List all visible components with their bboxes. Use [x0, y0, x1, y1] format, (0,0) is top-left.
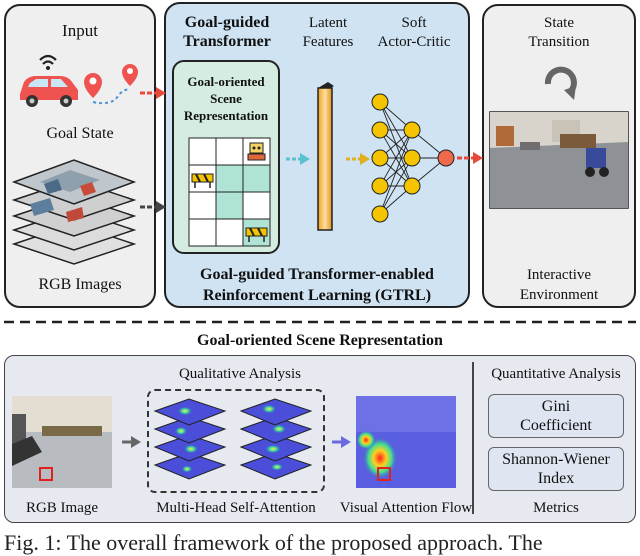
gini-metric-box — [488, 394, 624, 438]
latent-features-line1: Latent — [308, 15, 348, 31]
neuron — [403, 177, 421, 195]
neuron — [371, 177, 389, 195]
rgb-image — [12, 396, 112, 488]
goal-to-transformer-arrow — [140, 87, 166, 99]
rgb-image-label: RGB Image — [25, 500, 99, 516]
qualitative-title: Qualitative Analysis — [178, 366, 302, 382]
neuron — [371, 121, 389, 139]
robot-icon — [247, 142, 266, 161]
scene-to-latent-arrow — [286, 153, 310, 165]
state-transition-line1: State — [544, 15, 574, 31]
barrier-icon — [191, 173, 214, 188]
interactive-environment-line1: Interactive — [526, 267, 592, 283]
input-title: Input — [62, 21, 98, 40]
mhsa-box — [147, 389, 325, 493]
sw-line2: Index — [537, 470, 575, 487]
state-transition-line2: Transition — [528, 34, 590, 50]
rgb-image-stack — [11, 159, 137, 265]
sac-line2: Actor-Critic — [377, 34, 451, 50]
latent-features-line2: Features — [302, 34, 354, 50]
gini-line2: Coefficient — [520, 417, 592, 434]
car-icon — [20, 54, 78, 107]
sw-line1: Shannon-Wiener — [502, 451, 610, 468]
mhsa-to-vaf-arrow — [332, 436, 351, 448]
latent-to-sac-arrow — [346, 153, 370, 165]
rgb-to-mhsa-arrow — [122, 436, 141, 448]
output-neuron — [437, 149, 455, 167]
section-divider — [4, 320, 636, 324]
transformer-title-line1: Goal-guided — [184, 14, 270, 31]
visual-attention-image — [356, 396, 456, 488]
quantitative-title: Quantitative Analysis — [491, 366, 621, 382]
scene-title-line3: Representation — [183, 108, 269, 123]
shannon-wiener-metric-box — [488, 447, 624, 491]
barrier-icon — [245, 227, 268, 242]
scene-title-line1: Goal-oriented — [187, 74, 265, 89]
latent-feature-bar — [317, 82, 334, 231]
neuron — [403, 121, 421, 139]
neuron — [371, 93, 389, 111]
rgb-images-label: RGB Images — [38, 276, 122, 293]
cycle-arrow-icon — [544, 66, 577, 100]
vaf-label: Visual Attention Flow — [339, 500, 473, 516]
neuron — [371, 149, 389, 167]
attention-map-stacks — [153, 398, 313, 480]
gtrl-label-line2: Reinforcement Learning (GTRL) — [202, 287, 432, 304]
analysis-separator — [472, 362, 474, 514]
transformer-title-line2: Transformer — [183, 33, 271, 50]
mhsa-label: Multi-Head Self-Attention — [156, 500, 316, 516]
gtrl-label-line1: Goal-guided Transformer-enabled — [200, 266, 434, 283]
section-title: Goal-oriented Scene Representation — [197, 332, 443, 349]
interactive-environment-line2: Environment — [519, 287, 599, 303]
actor-critic-network — [371, 93, 455, 223]
sac-to-state-arrow — [457, 152, 483, 164]
neuron — [371, 205, 389, 223]
goal-state-label: Goal State — [46, 125, 114, 142]
metrics-label: Metrics — [533, 500, 579, 516]
images-to-transformer-arrow — [140, 201, 166, 213]
figure-caption: Fig. 1: The overall framework of the pro… — [4, 530, 543, 555]
location-pins-icon — [84, 64, 138, 105]
scene-grid — [188, 137, 271, 247]
scene-title-line2: Scene — [210, 91, 242, 106]
environment-image — [489, 111, 629, 209]
neuron — [403, 149, 421, 167]
sac-line1: Soft — [401, 15, 427, 31]
gini-line1: Gini — [541, 398, 571, 415]
